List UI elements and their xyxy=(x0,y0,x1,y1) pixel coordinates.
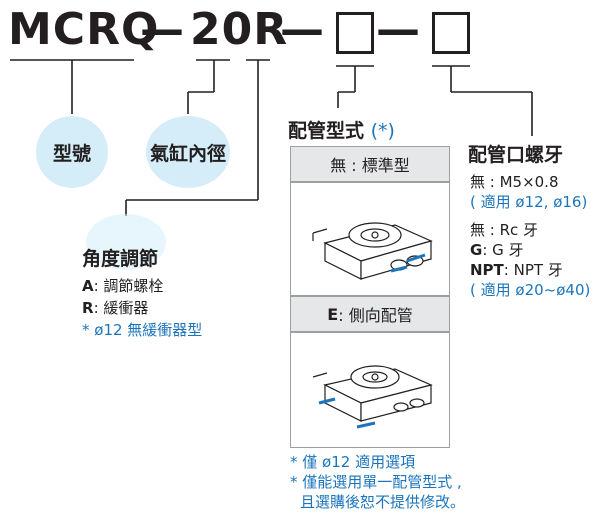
port-thread-line-4: G: G 牙 xyxy=(470,240,524,260)
port-thread-line-6: ( 適用 ø20~ø40) xyxy=(470,281,591,299)
standard-style-header: 無 : 標準型 xyxy=(290,146,450,182)
side-piping-image xyxy=(290,332,450,448)
piping-note-2a: * 僅能選用單一配管型式 , xyxy=(290,473,462,491)
standard-style-image xyxy=(290,182,450,296)
bore-size-label: 氣缸內徑 xyxy=(146,116,230,188)
angle-adjust-circle xyxy=(86,214,166,270)
port-thread-line-3: 無 : Rc 牙 xyxy=(470,221,539,239)
side-piping-code: E xyxy=(327,304,339,324)
dash-2: — xyxy=(280,4,325,55)
angle-option-a-text: : 調節螺栓 xyxy=(93,277,164,295)
port-thread-g-code: G xyxy=(470,241,483,259)
model-size: 20R xyxy=(190,4,289,55)
port-thread-npt-code: NPT xyxy=(470,261,504,279)
piping-style-title-mark: (*) xyxy=(370,120,395,142)
port-thread-title: 配管口螺牙 xyxy=(468,144,564,166)
piping-note-1: * 僅 ø12 適用選項 xyxy=(290,453,416,471)
angle-option-r-text: : 緩衝器 xyxy=(93,299,149,317)
dash-3: — xyxy=(376,4,421,55)
angle-option-a-code: A xyxy=(82,277,94,295)
piping-style-title-text: 配管型式 xyxy=(288,120,365,142)
piping-style-title: 配管型式 (*) xyxy=(288,116,395,143)
port-thread-npt-text: : NPT 牙 xyxy=(503,261,563,279)
piping-style-placeholder-box xyxy=(336,12,374,54)
port-thread-line-5: NPT: NPT 牙 xyxy=(470,260,563,280)
side-piping-header: E: 側向配管 xyxy=(290,296,450,332)
model-prefix: MCRQ xyxy=(8,4,160,55)
port-thread-placeholder-box xyxy=(432,12,470,54)
port-thread-line-2: ( 適用 ø12, ø16) xyxy=(470,193,588,211)
actuator-side-piping-drawing xyxy=(312,365,433,429)
side-piping-text: : 側向配管 xyxy=(338,306,413,325)
angle-option-r: R: 緩衝器 xyxy=(82,298,148,318)
angle-note: * ø12 無緩衝器型 xyxy=(82,321,203,339)
dash-1: — xyxy=(140,4,185,55)
actuator-standard-drawing xyxy=(312,222,433,280)
angle-adjust-title: 角度調節 xyxy=(82,248,159,270)
port-thread-g-text: : G 牙 xyxy=(482,241,524,259)
piping-note-2b: 且選購後恕不提供修改。 xyxy=(300,493,466,511)
port-thread-line-1: 無 : M5×0.8 xyxy=(470,173,559,191)
angle-option-a: A: 調節螺栓 xyxy=(82,276,163,296)
model-number-label: 型號 xyxy=(36,116,108,188)
angle-option-r-code: R xyxy=(82,299,94,317)
